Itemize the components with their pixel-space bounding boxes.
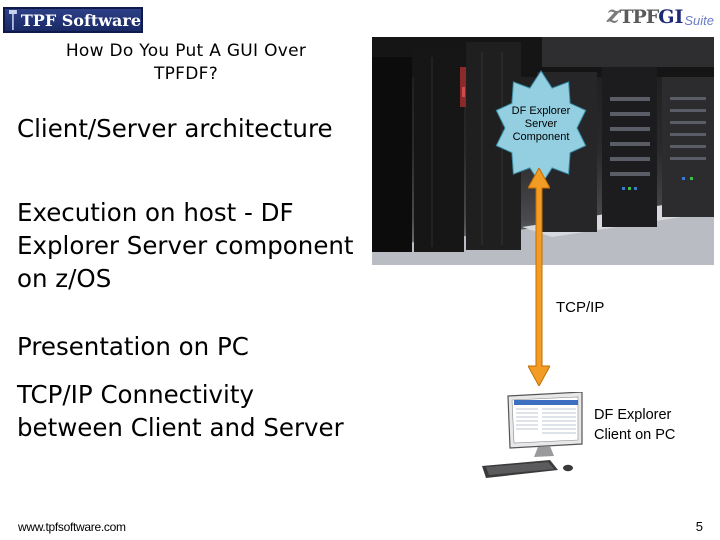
tpf-t-mark-icon [9,10,17,30]
footer-url[interactable]: www.tpfsoftware.com [18,520,126,534]
logo-z: z [606,2,620,28]
tpf-software-logo: TPF Software [3,7,143,33]
tcpip-double-arrow-icon [528,168,550,386]
client-label-line: DF Explorer [594,407,672,423]
ztpfgi-suite-logo: z TPF GI Suite [606,2,714,28]
slide-title: How Do You Put A GUI Over TPFDF? [20,40,352,86]
tcpip-label: TCP/IP [556,299,605,316]
logo-tpf: TPF [619,6,659,28]
slide-title-line-2: TPFDF? [153,64,219,84]
bullet-item: Execution on host - DF Explorer Server c… [17,198,354,293]
server-component-label-line: Component [512,131,570,143]
client-label-line: Client on PC [594,427,676,443]
page-number: 5 [695,519,703,534]
server-component-label-line: Server [524,118,558,130]
server-component-label-line: DF Explorer [511,105,571,117]
slide-title-line-1: How Do You Put A GUI Over [65,41,307,61]
bullet-item: TCP/IP Connectivity between Client and S… [17,380,344,442]
datacenter-photo [372,37,714,265]
tpf-software-logo-text: TPF Software [20,10,141,30]
bullet-item: Client/Server architecture [17,114,333,143]
desktop-pc-icon [482,392,583,478]
double-arrow-shape [528,168,550,386]
bullet-item: Presentation on PC [17,332,249,361]
logo-gi: GI [658,6,684,28]
client-label: DF Explorer Client on PC [594,405,675,445]
server-component-label: DF Explorer Server Component [493,105,589,144]
logo-suite: Suite [684,13,714,28]
